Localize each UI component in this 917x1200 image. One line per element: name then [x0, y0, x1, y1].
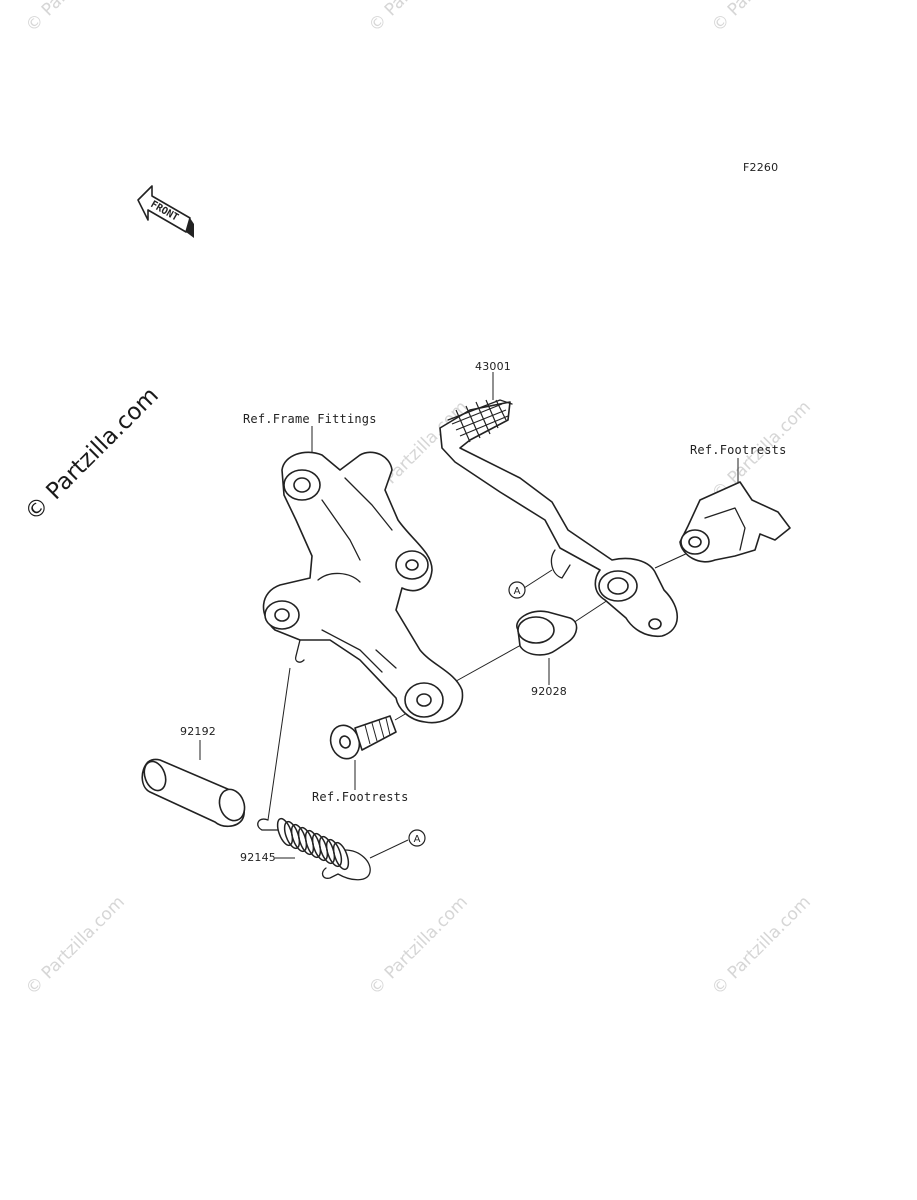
- ref-footrests-bottom-label: Ref.Footrests: [312, 790, 409, 804]
- pivot-shaft: [679, 481, 791, 563]
- brake-pedal: [439, 399, 678, 638]
- ref-footrests-top-label: Ref.Footrests: [690, 443, 787, 457]
- svg-text:A: A: [514, 586, 521, 597]
- pin-part: [141, 758, 246, 828]
- ref-frame-fittings-label: Ref.Frame Fittings: [243, 412, 377, 426]
- svg-text:A: A: [414, 834, 421, 845]
- spring-part: [257, 817, 371, 881]
- part-number-43001: 43001: [475, 360, 511, 373]
- front-arrow-icon: FRONT: [137, 185, 194, 238]
- bolt-part: [329, 715, 397, 760]
- part-number-92145: 92145: [240, 851, 276, 864]
- callout-a-upper: A: [508, 581, 526, 599]
- collar-part: [516, 610, 578, 656]
- part-number-92192: 92192: [180, 725, 216, 738]
- diagram-code: F2260: [743, 161, 779, 174]
- part-number-92028: 92028: [531, 685, 567, 698]
- footrest-bracket: [262, 451, 464, 724]
- callout-a-lower: A: [408, 829, 426, 847]
